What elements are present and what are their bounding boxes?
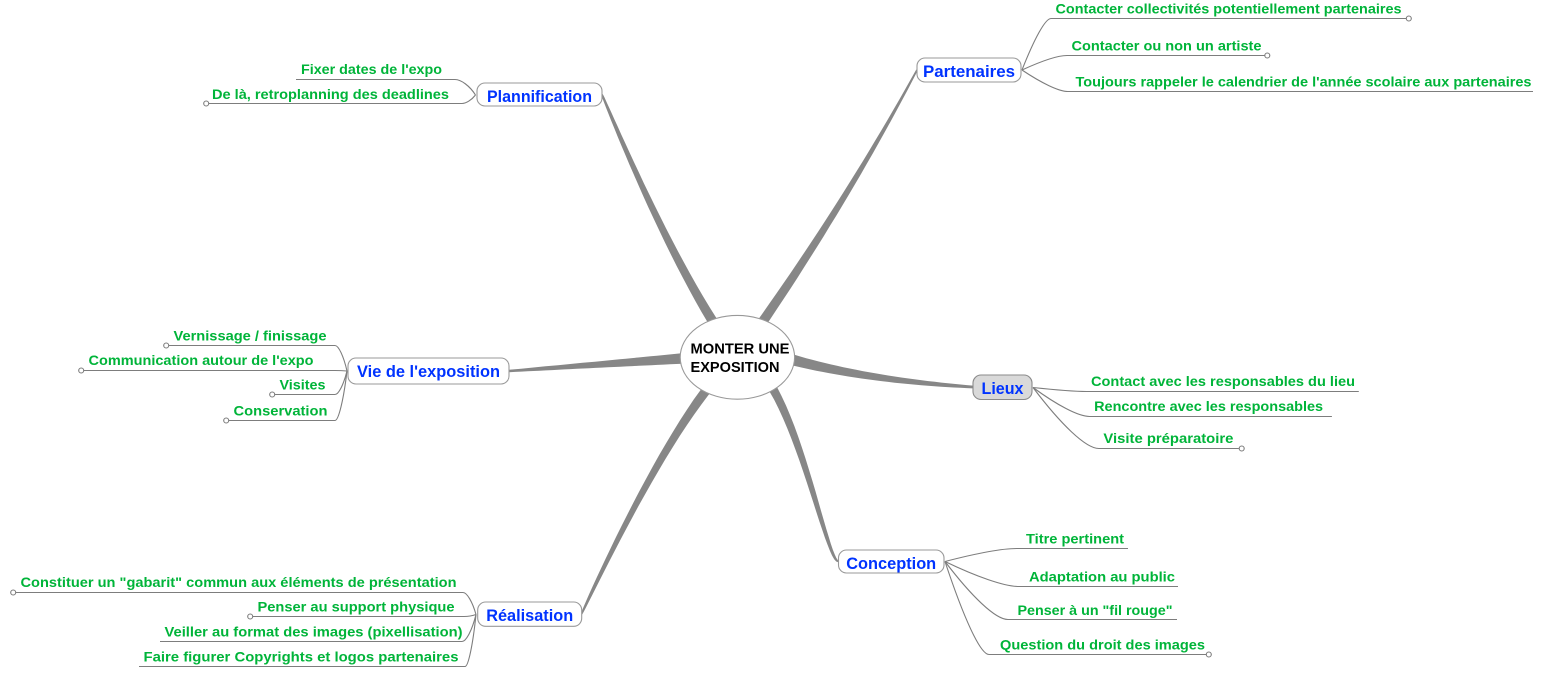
svg-text:Penser au support physique: Penser au support physique	[258, 599, 456, 614]
svg-text:Vernissage / finissage: Vernissage / finissage	[174, 328, 328, 343]
svg-text:Communication autour de l'expo: Communication autour de l'expo	[89, 353, 314, 368]
svg-text:Fixer dates de l'expo: Fixer dates de l'expo	[301, 62, 442, 77]
svg-text:Titre pertinent: Titre pertinent	[1026, 532, 1125, 547]
svg-text:Contacter collectivités potent: Contacter collectivités potentiellement …	[1056, 2, 1402, 17]
svg-text:Visite préparatoire: Visite préparatoire	[1103, 431, 1234, 446]
svg-text:Plannification: Plannification	[487, 87, 592, 106]
svg-text:Constituer un "gabarit" commun: Constituer un "gabarit" commun aux éléme…	[21, 575, 457, 590]
svg-text:Adaptation au public: Adaptation au public	[1029, 569, 1176, 584]
svg-text:Conception: Conception	[846, 554, 936, 573]
svg-text:Rencontre avec les responsable: Rencontre avec les responsables	[1094, 399, 1323, 414]
svg-text:Toujours rappeler le calendrie: Toujours rappeler le calendrier de l'ann…	[1076, 75, 1532, 90]
svg-text:De là, retroplanning des deadl: De là, retroplanning des deadlines	[212, 87, 449, 102]
svg-text:Conservation: Conservation	[234, 404, 328, 419]
svg-text:Penser à un "fil rouge": Penser à un "fil rouge"	[1018, 603, 1173, 618]
svg-text:Veiller au format des images (: Veiller au format des images (pixellisat…	[165, 624, 463, 639]
svg-text:Visites: Visites	[280, 378, 326, 393]
svg-text:Vie de l'exposition: Vie de l'exposition	[357, 362, 500, 381]
svg-text:Réalisation: Réalisation	[486, 606, 573, 625]
svg-text:Partenaires: Partenaires	[923, 62, 1015, 81]
svg-text:Faire figurer Copyrights et lo: Faire figurer Copyrights et logos parten…	[144, 649, 459, 664]
svg-text:Contact avec les responsables: Contact avec les responsables du lieu	[1091, 374, 1355, 389]
svg-text:Contacter ou non un artiste: Contacter ou non un artiste	[1072, 38, 1263, 53]
svg-text:EXPOSITION: EXPOSITION	[691, 359, 780, 376]
svg-text:MONTER UNE: MONTER UNE	[691, 341, 790, 358]
svg-text:Question du droit des images: Question du droit des images	[1000, 638, 1205, 653]
svg-text:Lieux: Lieux	[982, 379, 1025, 398]
